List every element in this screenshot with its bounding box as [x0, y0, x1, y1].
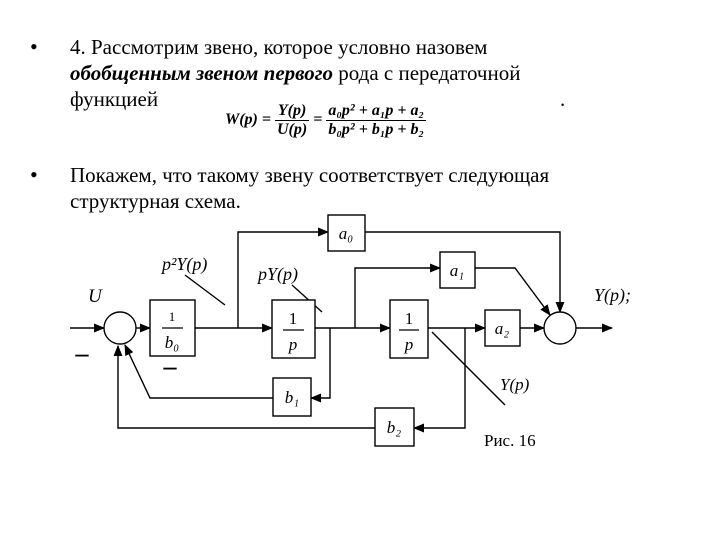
formula-den-2: b₀p² + b₁p + b₂ — [328, 121, 425, 138]
paragraph-2: Покажем, что такому звену соответствует … — [70, 162, 700, 214]
p1-word-function: функцией — [70, 87, 159, 111]
b1-to-sum1 — [124, 343, 273, 399]
signal-label-p2y: p²Y(p) — [160, 254, 207, 275]
p2y-to-a0 — [237, 227, 330, 328]
transfer-function-formula: W(p) = Y(p) U(p) = a₀p² + a₁p + a₂ b₀p² … — [225, 102, 427, 139]
block-b1 — [272, 377, 312, 417]
formula-lhs: W(p) = — [225, 111, 271, 129]
formula-num-2: a₀p² + a₁p + a₂ — [326, 102, 427, 121]
label-b2: b₂ — [387, 418, 402, 437]
int2-num: 1 — [405, 309, 414, 328]
formula-frac-1: Y(p) U(p) — [275, 102, 310, 139]
formula-equals: = — [313, 111, 323, 129]
p2y-pointer — [184, 274, 226, 306]
block-integrator-2 — [389, 299, 429, 359]
int1-den: p — [288, 335, 298, 354]
p1-line2: обобщенным звеном первого рода с передат… — [70, 60, 700, 86]
y-pointer — [431, 331, 506, 406]
int2-den: p — [404, 335, 414, 354]
summing-junction-2 — [543, 311, 577, 345]
figure-caption: Рис. 16 — [484, 431, 536, 450]
p1-line3: функцией. — [70, 86, 700, 112]
formula-num-1: Y(p) — [275, 102, 310, 121]
b2-to-sum1 — [113, 344, 375, 429]
summing-junction-1 — [103, 311, 137, 345]
bullet-1: • — [30, 34, 38, 59]
minus-sign-1: – — [75, 339, 90, 368]
py-pointer — [291, 284, 323, 313]
py-to-b1 — [309, 328, 331, 403]
p2-line2: структурная схема. — [70, 189, 241, 213]
block-a1 — [439, 251, 476, 289]
p2-line1: Покажем, что такому звену соответствует … — [70, 163, 550, 187]
block-a2 — [484, 309, 521, 347]
formula-frac-2: a₀p² + a₁p + a₂ b₀p² + b₁p + b₂ — [326, 102, 427, 139]
block-b2 — [374, 407, 415, 447]
label-b1: b₁ — [285, 388, 299, 407]
label-a0: a₀ — [339, 224, 354, 243]
p1-line2-rest: рода с передаточной — [333, 61, 521, 85]
int1-num: 1 — [289, 309, 298, 328]
diagram-lines — [70, 227, 614, 433]
a1-to-sum2 — [475, 267, 551, 316]
signal-label-py: pY(p) — [256, 264, 298, 285]
signal-label-y: Y(p) — [500, 375, 530, 394]
label-a1: a₁ — [450, 261, 464, 280]
inv-b0-num: 1 — [169, 309, 176, 324]
paragraph-1: 4. Рассмотрим звено, которое условно наз… — [70, 34, 700, 112]
y-to-b2 — [412, 328, 466, 433]
p1-line1: 4. Рассмотрим звено, которое условно наз… — [70, 35, 488, 59]
input-label-u: U — [88, 286, 103, 307]
p1-period: . — [560, 87, 566, 111]
output-label-y: Y(p); — [594, 285, 631, 306]
block-a0 — [327, 214, 366, 252]
py-to-a1 — [354, 263, 442, 328]
inv-b0-den: b₀ — [165, 333, 180, 352]
label-a2: a₂ — [495, 319, 510, 338]
formula-den-1: U(p) — [277, 121, 308, 138]
block-integrator-1 — [271, 299, 316, 359]
a0-to-sum2 — [365, 231, 565, 314]
minus-sign-2: – — [163, 352, 178, 381]
p1-bold-term: обобщенным звеном первого — [70, 61, 334, 85]
bullet-2: • — [30, 162, 38, 187]
